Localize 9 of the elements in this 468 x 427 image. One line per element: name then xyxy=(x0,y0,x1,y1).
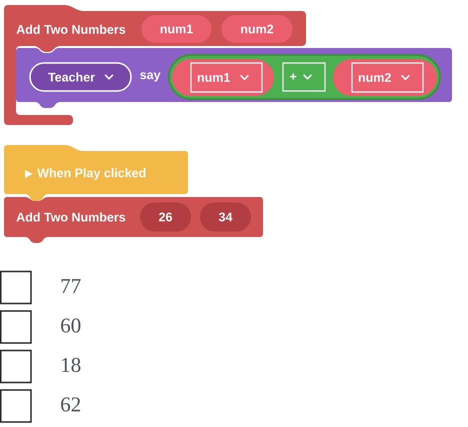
argument-pill: 26 xyxy=(140,202,191,232)
option-text: 62 xyxy=(61,397,80,412)
option-text: 60 xyxy=(61,318,80,333)
operator-dropdown: + xyxy=(282,62,326,92)
option-text: 18 xyxy=(62,358,80,372)
option-text: 77 xyxy=(62,279,81,293)
dropdown-pill: Teacher xyxy=(29,62,132,92)
argument-pill: 34 xyxy=(200,202,251,232)
event-block: When Play clicked xyxy=(4,145,188,201)
